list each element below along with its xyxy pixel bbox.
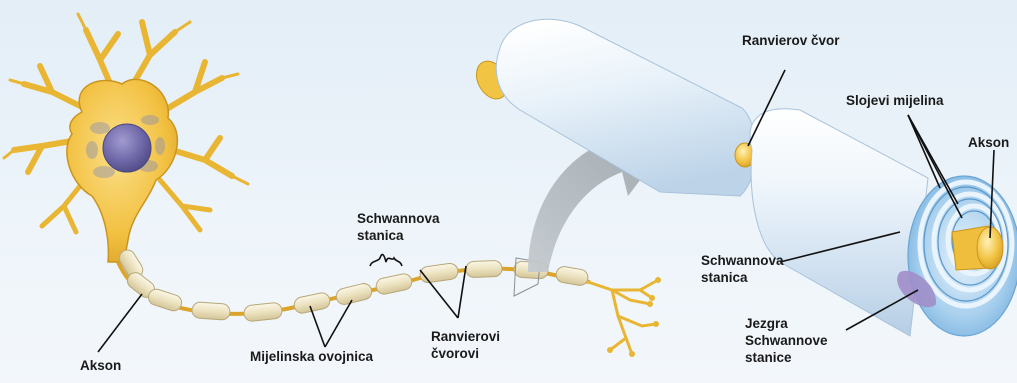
- label-line: Schwannova: [357, 210, 440, 227]
- label-line: stanice: [745, 349, 828, 366]
- axon-terminals: [588, 280, 658, 354]
- label-schwannova-stanica-top: Schwannova stanica: [357, 210, 440, 244]
- label-line: stanica: [701, 269, 784, 286]
- label-line: Jezgra: [745, 315, 828, 332]
- label-ranvierov-cvor: Ranvierov čvor: [742, 32, 840, 49]
- label-ranvierovi-cvorovi: Ranvierovi čvorovi: [431, 328, 500, 362]
- label-mijelinska-ovojnica: Mijelinska ovojnica: [250, 348, 373, 365]
- label-schwannova-stanica-right: Schwannova stanica: [701, 252, 784, 286]
- neuron-nucleus: [103, 124, 151, 172]
- label-line: čvorovi: [431, 345, 500, 362]
- label-line: Schwannove: [745, 332, 828, 349]
- label-line: stanica: [357, 227, 440, 244]
- label-akson-left: Akson: [80, 357, 121, 374]
- label-line: Schwannova: [701, 252, 784, 269]
- label-jezgra-schwannove-stanice: Jezgra Schwannove stanice: [745, 315, 828, 366]
- label-line: Ranvierovi: [431, 328, 500, 345]
- label-akson-right: Akson: [968, 134, 1009, 151]
- label-slojevi-mijelina: Slojevi mijelina: [846, 92, 944, 109]
